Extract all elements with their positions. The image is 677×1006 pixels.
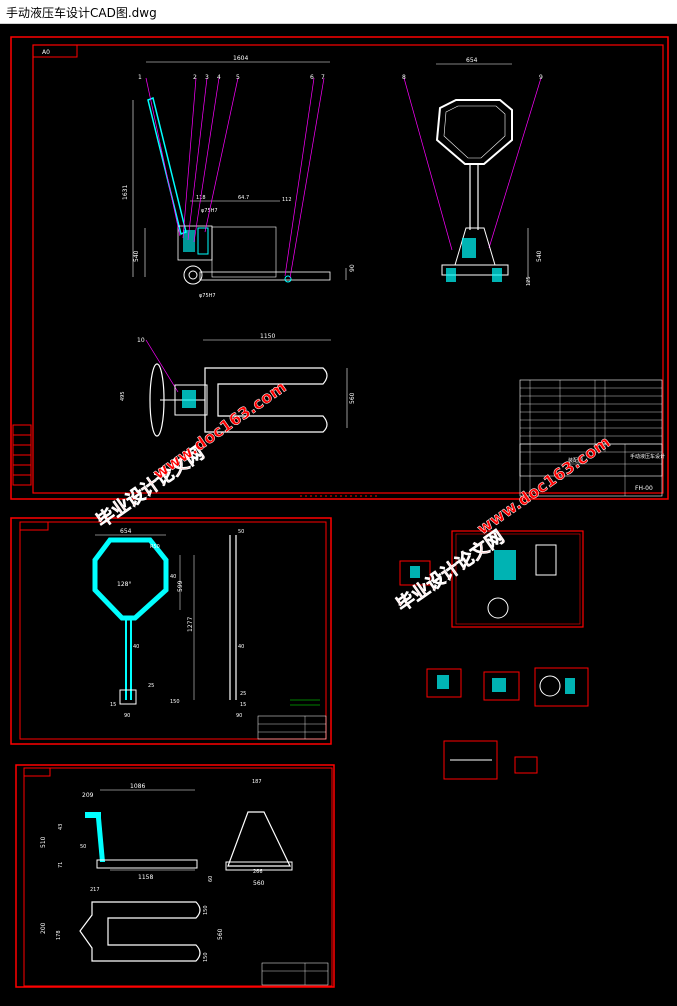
- leader-6: 6: [310, 74, 314, 81]
- sheet-assembly: A0 1604 1631 540 90 118 64.7 112 φ75H7 φ…: [10, 36, 669, 500]
- dim-d50: 50: [238, 529, 244, 535]
- dim-h90: 90: [349, 264, 356, 272]
- side-view: 1604 1631 540 90 118 64.7 112 φ75H7 φ75H…: [122, 55, 356, 299]
- sheet1-tag-box: [32, 44, 78, 58]
- dim-h560: 560: [217, 928, 224, 940]
- window-titlebar: 手动液压车设计CAD图.dwg: [0, 0, 677, 24]
- window-title: 手动液压车设计CAD图.dwg: [6, 6, 157, 20]
- dim-w560: 560: [253, 880, 265, 887]
- dim-h200: 200: [40, 922, 47, 934]
- dim-w209: 209: [82, 792, 94, 799]
- watermark-text-cn-2: 毕业设计论文网: [392, 526, 508, 616]
- title-block-name: 装配图: [568, 457, 583, 464]
- sheet-frame: 1086 209 1158 510 43 50 71 60 187 266 56…: [15, 764, 335, 988]
- dim-d40b: 40: [133, 644, 139, 650]
- dim-phi75-bottom: φ75H7: [199, 293, 216, 299]
- dim-front-h125: 125: [526, 276, 532, 286]
- dim-angle: 128°: [117, 581, 131, 588]
- title-block: 装配图 手动液压车设计 FH-00: [519, 379, 665, 497]
- dim-d71: 71: [58, 862, 64, 868]
- sheet1-outer-frame: [10, 36, 669, 500]
- dim-d150a: 150: [203, 905, 209, 915]
- leader-7: 7: [321, 74, 325, 81]
- dim-d178: 178: [56, 930, 62, 940]
- frame-fork-plan: [79, 901, 201, 962]
- dim-w217: 217: [90, 887, 100, 893]
- leader-numbers: 1 2 3 4 5 6 7 8 9 10: [137, 74, 543, 344]
- dim-h540: 540: [133, 250, 140, 262]
- dim-w266: 266: [253, 869, 263, 875]
- dim-d150b: 150: [203, 952, 209, 962]
- leader-2: 2: [193, 74, 197, 81]
- dim-d43: 43: [58, 824, 64, 830]
- handle-loop-part: [92, 537, 169, 621]
- dim-w1086: 1086: [130, 783, 145, 790]
- dim-w187: 187: [252, 779, 262, 785]
- leader-1: 1: [138, 74, 142, 81]
- dim-total-length: 1604: [233, 55, 248, 62]
- dim-front-h540: 540: [536, 250, 543, 262]
- front-view: 654 540 125: [435, 57, 543, 286]
- leader-10: 10: [137, 337, 145, 344]
- watermark-url-1: www.doc163.com: [149, 377, 289, 483]
- dim-top-w560: 560: [349, 392, 356, 404]
- leader-3: 3: [205, 74, 209, 81]
- leader-9: 9: [539, 74, 543, 81]
- top-view: 1150 495 560: [120, 333, 356, 437]
- leader-lines: [145, 77, 542, 393]
- sheet-handle: 654 R50 128° 40 599 1277 40 25 15 90 150…: [10, 517, 332, 745]
- dim-r50: R50: [150, 544, 160, 550]
- dim-w654: 654: [120, 528, 132, 535]
- dim-front-width: 654: [466, 57, 478, 64]
- dim-w1158: 1158: [138, 874, 153, 881]
- title-block-drawing-no: FH-00: [635, 485, 653, 492]
- dim-w647: 64.7: [238, 195, 249, 201]
- dim-top-w495: 495: [120, 391, 126, 401]
- title-block-school: 手动液压车设计: [630, 453, 665, 460]
- small-sheets: [399, 530, 589, 780]
- top-forks: [204, 367, 328, 433]
- dim-h599: 599: [177, 580, 184, 592]
- front-handle-loop: [435, 99, 513, 165]
- leader-4: 4: [217, 74, 221, 81]
- dim-d40: 40: [170, 574, 176, 580]
- cad-drawing-canvas[interactable]: A0 1604 1631 540 90 118 64.7 112 φ75H7 φ…: [0, 24, 677, 1006]
- dim-w112: 112: [282, 197, 292, 203]
- dim-h1277: 1277: [187, 617, 194, 632]
- fork-side: [199, 271, 331, 281]
- dim-d15b: 15: [240, 702, 246, 708]
- handle-bar: [147, 96, 187, 236]
- sheet1-inner-frame: [32, 44, 664, 494]
- dim-d25: 25: [148, 683, 154, 689]
- dim-top-length: 1150: [260, 333, 275, 340]
- dim-d90: 90: [124, 713, 130, 719]
- leader-5: 5: [236, 74, 240, 81]
- watermark: 毕业设计论文网 www.doc163.com 毕业设计论文网 www.doc16…: [92, 377, 614, 617]
- dim-height: 1631: [122, 185, 129, 200]
- dim-d25b: 25: [240, 691, 246, 697]
- dim-d15: 15: [110, 702, 116, 708]
- dim-d90b: 90: [236, 713, 242, 719]
- dim-d50b: 50: [80, 844, 86, 850]
- dim-d150: 150: [170, 699, 180, 705]
- watermark-url-2: www.doc163.com: [473, 432, 613, 538]
- leader-8: 8: [402, 74, 406, 81]
- dim-h510: 510: [40, 836, 47, 848]
- dim-d40c: 40: [238, 644, 244, 650]
- sheet1-tag: A0: [42, 49, 50, 56]
- steer-wheel: [183, 265, 203, 285]
- dim-d60: 60: [208, 876, 214, 882]
